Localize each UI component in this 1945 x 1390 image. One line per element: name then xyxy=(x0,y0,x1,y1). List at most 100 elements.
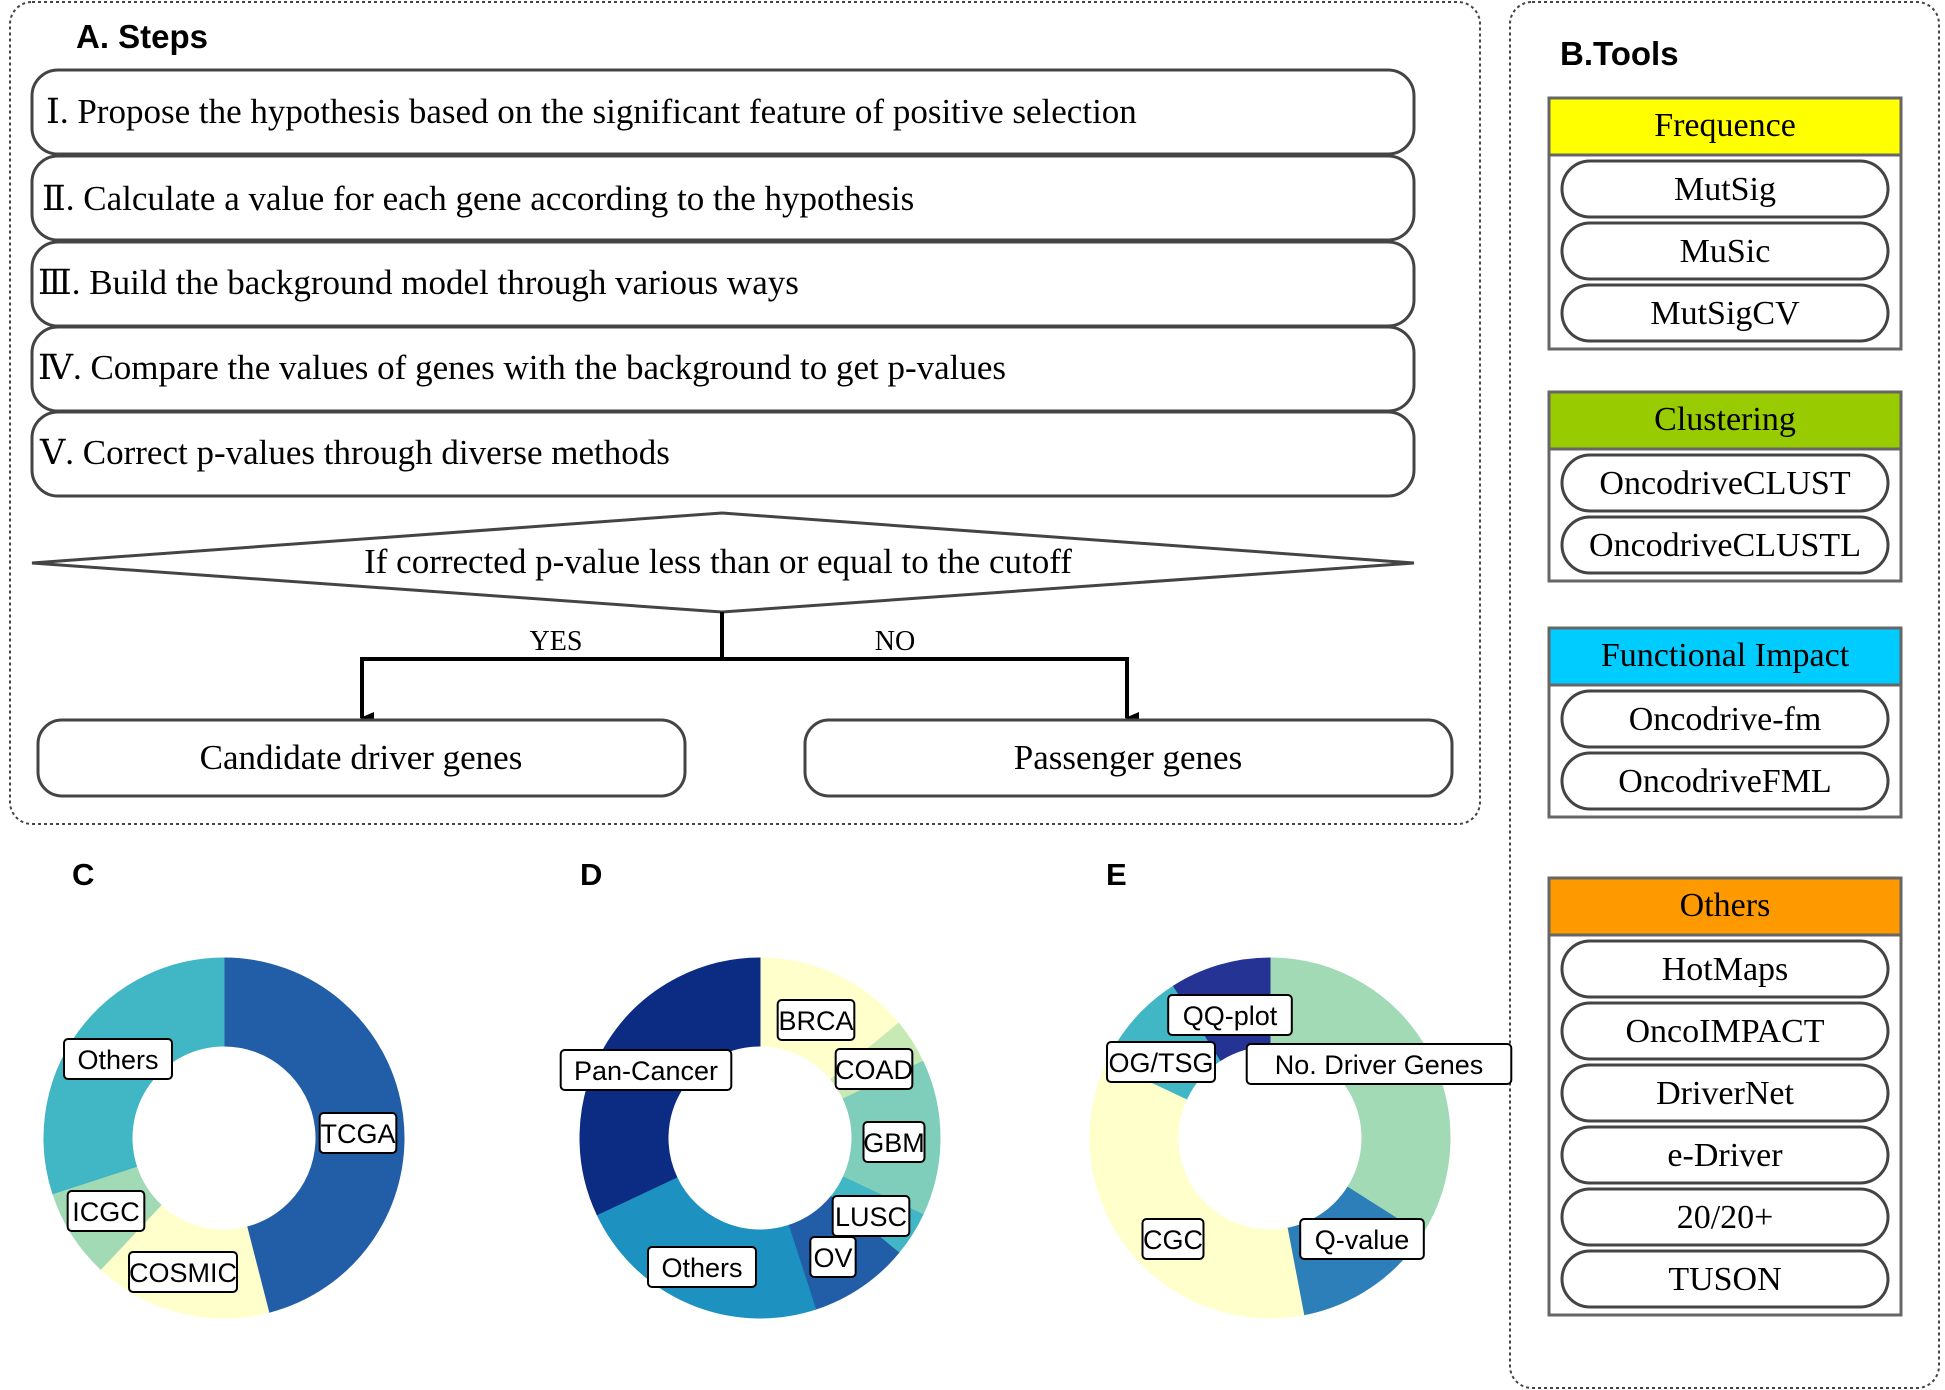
label-box xyxy=(559,1049,733,1091)
tool-pill-oncodrivefml: OncodriveFML xyxy=(1560,751,1890,811)
tool-group-header xyxy=(1547,390,1903,451)
label-box xyxy=(647,1246,757,1288)
step-5-text: Ⅴ. Correct p-values through diverse meth… xyxy=(39,433,670,472)
slice-label-icgc: ICGC xyxy=(66,1190,146,1232)
label-box xyxy=(1106,1041,1216,1083)
label-text: Others xyxy=(77,1045,158,1075)
slice-label-qq-plot: QQ-plot xyxy=(1167,994,1293,1036)
tool-pill-shape xyxy=(1560,1001,1890,1061)
outcome-passenger-genes-box: Passenger genes xyxy=(803,718,1454,798)
tool-name: TUSON xyxy=(1668,1261,1781,1298)
tool-pill-shape xyxy=(1560,283,1890,343)
tool-pill-shape xyxy=(1560,1249,1890,1309)
tools-panel-frame xyxy=(1509,1,1940,1389)
tool-pill-shape xyxy=(1560,1125,1890,1185)
tool-name: HotMaps xyxy=(1662,951,1789,988)
label-box xyxy=(776,999,856,1041)
tool-pill-drivernet: DriverNet xyxy=(1560,1063,1890,1123)
tool-pill-shape xyxy=(1560,453,1890,513)
tool-group-header xyxy=(1547,96,1903,157)
slice-label-pan-cancer: Pan-Cancer xyxy=(559,1049,733,1091)
step-3-text: Ⅲ. Build the background model through va… xyxy=(38,263,799,302)
slice-label-ov: OV xyxy=(809,1236,857,1278)
tool-group-title: Clustering xyxy=(1654,401,1796,438)
label-box xyxy=(63,1038,173,1080)
step-4-text: Ⅳ. Compare the values of genes with the … xyxy=(38,348,1006,387)
step-box-4: Ⅳ. Compare the values of genes with the … xyxy=(30,325,1416,413)
label-text: OG/TSG xyxy=(1108,1048,1213,1078)
label-text: Others xyxy=(661,1253,742,1283)
outcome-driver-genes-box: Candidate driver genes xyxy=(36,718,687,798)
slice-label-others: Others xyxy=(63,1038,173,1080)
slice-label-q-value: Q-value xyxy=(1299,1218,1425,1260)
label-text: COAD xyxy=(835,1055,913,1085)
tool-name: e-Driver xyxy=(1667,1137,1783,1174)
label-text: COSMIC xyxy=(129,1258,237,1288)
label-box xyxy=(1245,1043,1513,1085)
label-text: GBM xyxy=(863,1128,925,1158)
tool-name: MutSig xyxy=(1674,171,1776,208)
slice-no-driver-genes xyxy=(1269,957,1451,1236)
no-label: NO xyxy=(875,626,915,657)
chart-c-panel-label: C xyxy=(72,857,94,892)
chart-d-panel-label: D xyxy=(580,857,602,892)
slice-label-brca: BRCA xyxy=(776,999,856,1041)
decision-text: If corrected p-value less than or equal … xyxy=(364,542,1072,581)
label-text: LUSC xyxy=(835,1202,907,1232)
slice-label-gbm: GBM xyxy=(862,1121,926,1163)
tool-name: OncodriveFML xyxy=(1618,763,1831,800)
label-text: OV xyxy=(813,1243,852,1273)
tool-group-title: Functional Impact xyxy=(1601,637,1850,674)
tool-pill-hotmaps: HotMaps xyxy=(1560,939,1890,999)
tool-name: MuSic xyxy=(1680,233,1771,270)
label-text: Q-value xyxy=(1315,1225,1410,1255)
slice-label-coad: COAD xyxy=(834,1048,914,1090)
label-box xyxy=(1167,994,1293,1036)
slice-label-lusc: LUSC xyxy=(831,1195,911,1237)
tool-pill-oncoimpact: OncoIMPACT xyxy=(1560,1001,1890,1061)
label-text: No. Driver Genes xyxy=(1275,1050,1484,1080)
steps-panel-title: A. Steps xyxy=(76,18,208,55)
label-box xyxy=(1299,1218,1425,1260)
label-box xyxy=(831,1195,911,1237)
yes-label: YES xyxy=(530,626,583,657)
label-text: TCGA xyxy=(320,1119,395,1149)
outcome-passenger-genes-text: Passenger genes xyxy=(1014,738,1242,777)
tool-pill-tuson: TUSON xyxy=(1560,1249,1890,1309)
tool-pill-oncodriveclust: OncodriveCLUST xyxy=(1560,453,1890,513)
tool-pill-mutsigcv: MutSigCV xyxy=(1560,283,1890,343)
donut-chart-c: TCGA COSMIC ICGC Others xyxy=(43,957,405,1319)
tool-group-title: Frequence xyxy=(1654,107,1796,144)
step-1-text: Ⅰ. Propose the hypothesis based on the s… xyxy=(46,92,1137,131)
slice-label-cgc: CGC xyxy=(1141,1218,1205,1260)
tool-pill-mutsig: MutSig xyxy=(1560,159,1890,219)
tool-name: 20/20+ xyxy=(1677,1199,1774,1236)
step-box-2: Ⅱ. Calculate a value for each gene accor… xyxy=(30,154,1416,242)
decision-diamond: If corrected p-value less than or equal … xyxy=(31,511,1415,614)
tool-group-title: Others xyxy=(1680,887,1771,924)
tool-pill-shape xyxy=(1560,159,1890,219)
tool-name: OncodriveCLUSTL xyxy=(1589,527,1861,564)
label-text: ICGC xyxy=(72,1197,140,1227)
label-box xyxy=(128,1251,238,1293)
label-box xyxy=(1141,1218,1205,1260)
step-2-text: Ⅱ. Calculate a value for each gene accor… xyxy=(42,179,914,218)
tool-pill-music: MuSic xyxy=(1560,221,1890,281)
label-box xyxy=(318,1112,398,1154)
outcome-driver-genes-text: Candidate driver genes xyxy=(200,738,523,777)
steps-panel-frame xyxy=(9,1,1481,825)
tool-name: DriverNet xyxy=(1656,1075,1794,1112)
donut-charts: TCGA COSMIC ICGC Others BRCA COAD GBM LUSC OV Oth… xyxy=(43,957,1513,1319)
tool-pill-e-driver: e-Driver xyxy=(1560,1125,1890,1185)
tool-pill-shape xyxy=(1560,689,1890,749)
slice-label-og-tsg: OG/TSG xyxy=(1106,1041,1216,1083)
label-box xyxy=(66,1190,146,1232)
step-box-3: Ⅲ. Build the background model through va… xyxy=(30,240,1416,328)
label-box xyxy=(809,1236,857,1278)
